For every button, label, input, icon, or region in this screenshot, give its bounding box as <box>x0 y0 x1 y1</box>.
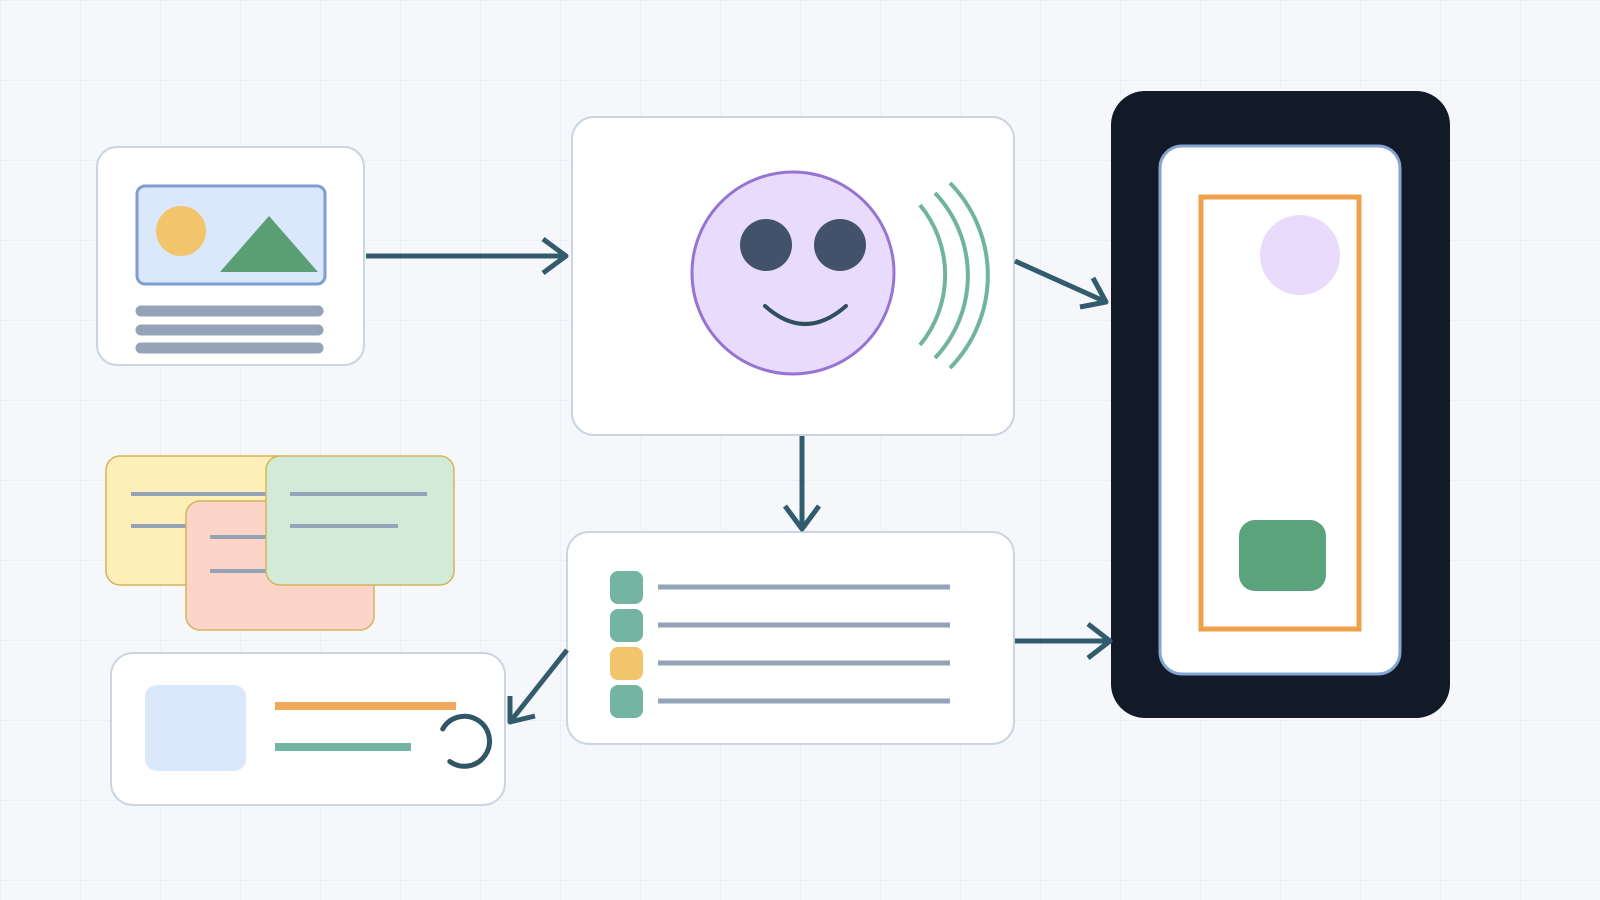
list-item <box>610 685 950 718</box>
arrow-list-to-phone <box>1015 622 1113 660</box>
loading-spinner-icon <box>440 713 492 769</box>
phone-action-button <box>1239 520 1326 591</box>
arrow-list-to-loading <box>507 648 569 725</box>
checklist-icon <box>610 571 950 718</box>
sound-waves-icon <box>918 181 990 370</box>
sticky-notes-icon <box>105 455 455 631</box>
arrow-image-to-face <box>366 236 569 276</box>
arrow-face-to-list <box>782 436 822 532</box>
loading-card <box>110 652 506 806</box>
phone-highlight-frame <box>1198 194 1362 632</box>
thumbnail-placeholder <box>145 685 246 771</box>
image-card <box>96 146 365 366</box>
list-item <box>610 571 950 604</box>
avatar-icon <box>1260 215 1340 295</box>
smiling-face-icon <box>690 170 896 376</box>
right-eye-icon <box>814 219 866 271</box>
phone-screen <box>1158 144 1402 676</box>
list-item <box>610 647 950 680</box>
sun-icon <box>156 206 206 256</box>
sticky-note-green <box>265 455 455 586</box>
mouth-icon <box>763 304 848 326</box>
connector-arrows <box>366 236 1113 725</box>
image-icon <box>135 184 327 286</box>
smartphone-icon <box>1111 91 1450 718</box>
list-item <box>610 609 950 642</box>
text-placeholder-lines <box>135 305 324 354</box>
arrow-face-to-phone <box>1013 258 1109 310</box>
checklist-card <box>566 531 1015 745</box>
left-eye-icon <box>740 219 792 271</box>
face-card <box>571 116 1015 436</box>
mountain-icon <box>220 216 318 272</box>
